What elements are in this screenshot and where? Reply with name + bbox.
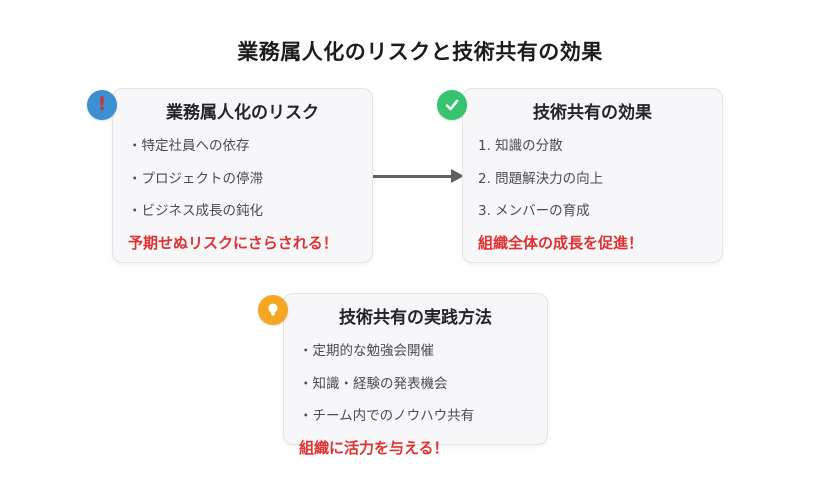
card-effect-items: 1. 知識の分散 2. 問題解決力の向上 3. メンバーの育成: [463, 134, 722, 219]
check-glyph: [445, 99, 459, 111]
arrow-line: [373, 175, 452, 178]
list-item: ・特定社員への依存: [128, 138, 250, 154]
check-icon: [437, 90, 467, 120]
lightbulb-glyph: [268, 303, 278, 316]
card-risk-items: ・特定社員への依存 ・プロジェクトの停滞 ・ビジネス成長の鈍化: [113, 134, 372, 219]
list-item: ・プロジェクトの停滞: [128, 170, 263, 187]
list-item: ・知識・経験の発表機会: [299, 375, 448, 392]
list-item: ・チーム内でのノウハウ共有: [299, 408, 475, 424]
exclamation-glyph: !: [97, 92, 107, 115]
card-effect-conclusion: 組織全体の成長を促進！: [478, 233, 644, 252]
card-practice-conclusion: 組織に活力を与える！: [299, 438, 449, 457]
arrow-head: [451, 169, 464, 183]
list-item: 1. 知識の分散: [478, 138, 563, 154]
list-item: ・定期的な勉強会開催: [299, 343, 434, 359]
page-title: 業務属人化のリスクと技術共有の効果: [237, 40, 603, 64]
card-effect-title: 技術共有の効果: [533, 103, 652, 123]
list-item: ・ビジネス成長の鈍化: [128, 203, 263, 219]
card-practice-title: 技術共有の実践方法: [339, 308, 492, 328]
list-item: 3. メンバーの育成: [478, 203, 590, 219]
card-risk-title: 業務属人化のリスク: [166, 103, 319, 123]
card-practice: 技術共有の実践方法 ・定期的な勉強会開催 ・知識・経験の発表機会 ・チーム内での…: [258, 293, 548, 457]
card-practice-items: ・定期的な勉強会開催 ・知識・経験の発表機会 ・チーム内でのノウハウ共有: [284, 339, 547, 424]
list-item: 2. 問題解決力の向上: [478, 170, 604, 187]
lightbulb-icon: [258, 295, 288, 325]
exclamation-icon: !: [87, 90, 117, 120]
card-risk: ! 業務属人化のリスク ・特定社員への依存 ・プロジェクトの停滞 ・ビジネス成長…: [87, 88, 373, 263]
card-risk-conclusion: 予期せぬリスクにさらされる！: [128, 233, 338, 252]
card-effect: 技術共有の効果 1. 知識の分散 2. 問題解決力の向上 3. メンバーの育成 …: [437, 88, 723, 263]
arrow-right: [373, 169, 464, 183]
